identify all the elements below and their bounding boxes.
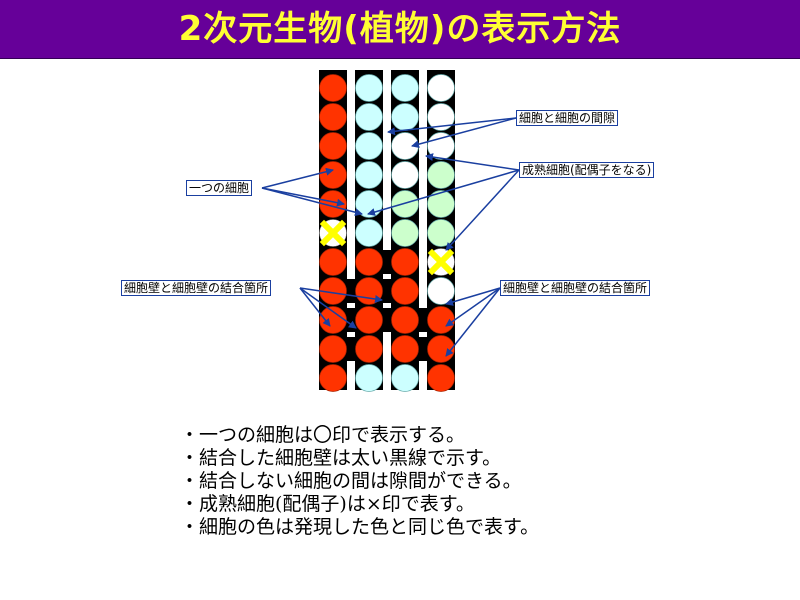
cell-gap — [383, 70, 391, 250]
cell — [391, 306, 419, 334]
callout-arrow — [411, 117, 517, 149]
callout-arrows — [261, 117, 520, 357]
cell — [355, 219, 383, 247]
cell — [319, 306, 347, 334]
cell — [427, 219, 455, 247]
cell — [355, 277, 383, 305]
cell — [355, 103, 383, 131]
gamete-x-mark — [427, 248, 455, 276]
cell — [427, 190, 455, 218]
cell — [319, 161, 347, 189]
cell — [427, 364, 455, 392]
callout-arrow — [445, 287, 501, 327]
gamete-x-mark — [319, 219, 347, 247]
cell — [391, 74, 419, 102]
cell — [391, 161, 419, 189]
callout-arrow — [445, 287, 501, 306]
cell — [427, 103, 455, 131]
cell — [427, 306, 455, 334]
cell — [391, 248, 419, 276]
cell — [391, 190, 419, 218]
cell — [355, 74, 383, 102]
bullet-item-1: 一つの細胞は〇印で表示する。 — [180, 424, 539, 447]
cell — [391, 219, 419, 247]
title-bar: 2次元生物(植物)の表示方法 — [0, 0, 800, 59]
cell — [427, 74, 455, 102]
cell — [319, 103, 347, 131]
callout-arrow — [425, 153, 520, 171]
callout-arrow — [299, 287, 331, 327]
bullet-item-3: 結合しない細胞の間は隙間ができる。 — [180, 470, 539, 493]
callout-wall-join-right: 細胞壁と細胞壁の結合箇所 — [500, 280, 651, 296]
bullet-item-5: 細胞の色は発現した色と同じ色で表す。 — [180, 516, 539, 539]
cell — [391, 103, 419, 131]
bullet-list: 一つの細胞は〇印で表示する。 結合した細胞壁は太い黒線で示す。 結合しない細胞の… — [180, 424, 539, 539]
cell — [355, 335, 383, 363]
page-title: 2次元生物(植物)の表示方法 — [178, 9, 622, 49]
callout-arrow — [299, 287, 383, 303]
bullet-item-2: 結合した細胞壁は太い黒線で示す。 — [180, 447, 539, 470]
cell — [427, 132, 455, 160]
cell — [355, 248, 383, 276]
cell — [355, 364, 383, 392]
callout-arrow — [445, 169, 520, 251]
cell — [391, 364, 419, 392]
callout-arrow — [445, 287, 501, 357]
cell — [319, 335, 347, 363]
callout-arrow — [261, 187, 345, 207]
cell — [355, 306, 383, 334]
cell — [391, 277, 419, 305]
bullet-item-4: 成熟細胞(配偶子)は×印で表す。 — [180, 493, 539, 516]
cell — [355, 132, 383, 160]
cell — [319, 364, 347, 392]
cell — [427, 161, 455, 189]
callout-wall-join-left: 細胞壁と細胞壁の結合箇所 — [121, 280, 272, 296]
callout-arrow — [367, 169, 520, 216]
cell — [427, 277, 455, 305]
callout-arrow — [387, 117, 517, 136]
callout-arrow — [299, 287, 357, 329]
callout-mature-cell: 成熟細胞(配偶子をなる) — [519, 162, 655, 178]
cell — [427, 335, 455, 363]
cell — [319, 132, 347, 160]
cell — [319, 190, 347, 218]
callout-cell-gap: 細胞と細胞の間隙 — [516, 110, 619, 126]
cell-gap — [347, 230, 355, 250]
cell — [319, 248, 347, 276]
cell — [391, 335, 419, 363]
callout-arrow — [261, 167, 334, 189]
gamete-marks — [319, 219, 455, 276]
cell — [319, 74, 347, 102]
cell — [355, 161, 383, 189]
callout-one-cell: 一つの細胞 — [186, 180, 253, 196]
callout-arrow — [261, 187, 363, 217]
